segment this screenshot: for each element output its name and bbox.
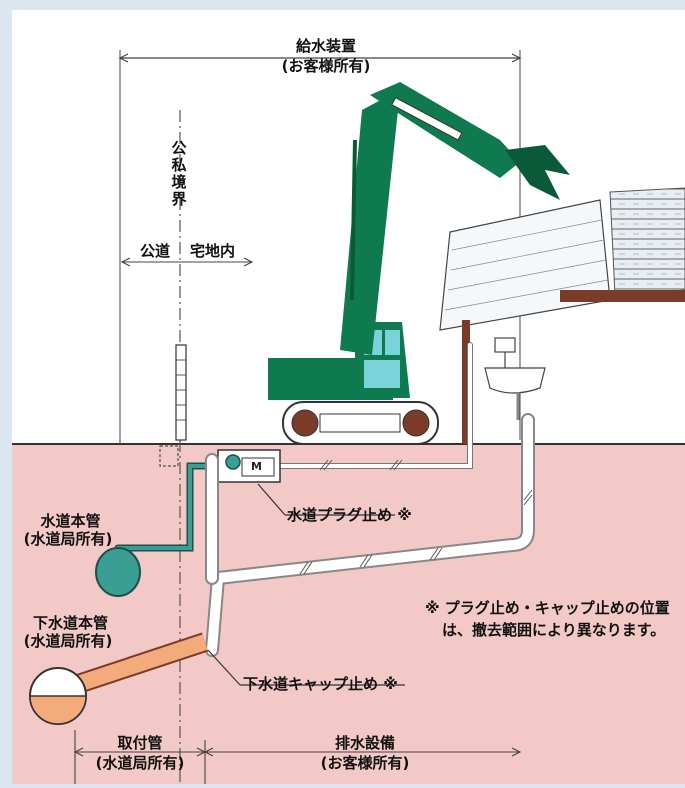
water-main-owner: (水道局所有) — [23, 530, 113, 548]
note-line-2: は、撤去範囲により異なります。 — [442, 621, 666, 639]
boundary-post-marks — [176, 359, 186, 421]
connection-pipe-owner: (水道局所有) — [95, 754, 185, 772]
roof-remaining — [609, 187, 685, 296]
sink — [484, 337, 546, 420]
boundary-post — [175, 344, 187, 441]
public-road-label: 公道 — [140, 242, 171, 260]
house — [439, 187, 685, 444]
pipe-hatch — [299, 459, 533, 575]
road-marker — [159, 445, 179, 467]
excavator-boom — [340, 95, 398, 355]
connection-pipe — [57, 634, 208, 698]
track-wheels — [291, 409, 430, 437]
excavator-claw — [505, 145, 570, 200]
road-dimension — [120, 257, 254, 267]
drainage-title: 排水設備 — [334, 734, 395, 752]
note-line-1: ※ プラグ止め・キャップ止めの位置 — [425, 599, 670, 617]
roof-tiles — [444, 219, 609, 311]
sewer-cap-label: 下水道キャップ止め ※ — [243, 675, 398, 693]
connection-pipe-title: 取付管 — [117, 734, 163, 752]
sewer-main-owner: (水道局所有) — [23, 632, 113, 650]
bottom-dimension — [73, 730, 522, 784]
meter-box — [217, 449, 281, 483]
leader-lines — [207, 483, 405, 686]
premises-label: 宅地内 — [190, 242, 236, 260]
drainage-owner: (お客様所有) — [320, 754, 410, 772]
roof-eave — [560, 290, 685, 302]
supply-title: 給水装置 — [295, 37, 356, 55]
meter-letter: M — [251, 460, 262, 473]
ground-area — [12, 444, 685, 784]
excavator — [268, 82, 570, 445]
valve-icon — [225, 454, 241, 470]
water-plug-label: 水道プラグ止め ※ — [287, 506, 412, 524]
water-main — [95, 547, 141, 597]
supply-owner: (お客様所有) — [281, 57, 371, 75]
boundary-label: 公私境界 — [169, 140, 188, 208]
water-main-title: 水道本管 — [40, 512, 101, 530]
drain-pipe — [205, 413, 535, 657]
sewer-main-title: 下水道本管 — [32, 614, 108, 632]
house-post — [462, 320, 470, 444]
